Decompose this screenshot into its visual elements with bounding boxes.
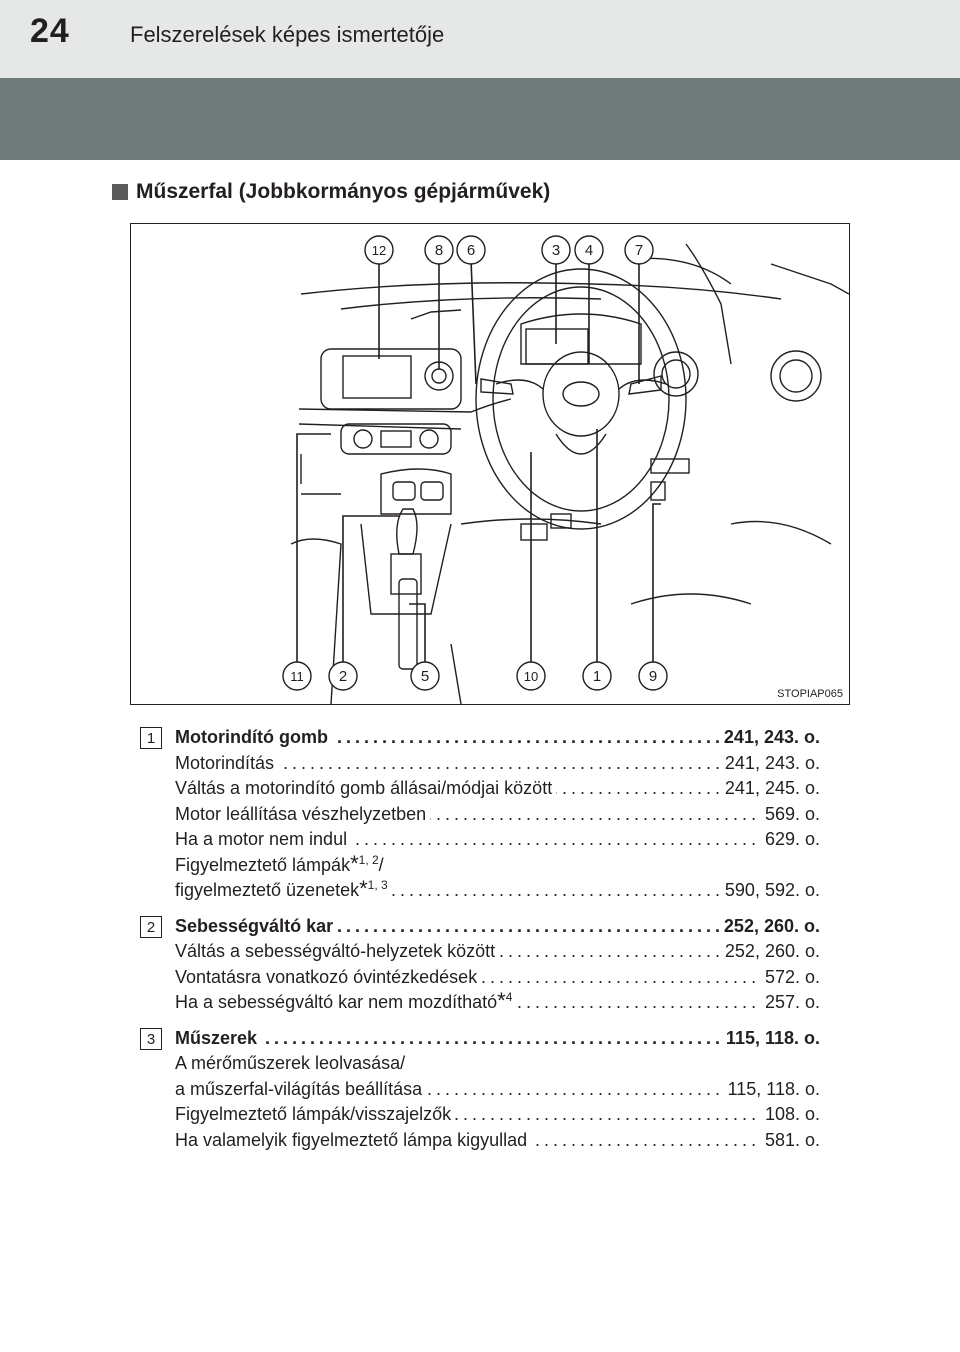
svg-text:12: 12 xyxy=(372,243,386,258)
page-ref: 257. o. xyxy=(760,990,820,1016)
callout-12: 12 xyxy=(364,235,394,265)
svg-text:2: 2 xyxy=(339,668,347,685)
entry-subitem: ........................................… xyxy=(175,1102,820,1128)
entry-text: Műszerek xyxy=(175,1027,262,1048)
entry-text: Váltás a motorindító gomb állásai/módjai… xyxy=(175,778,557,798)
callout-11: 11 xyxy=(282,661,312,691)
section-title: Felszerelések képes ismertetője xyxy=(130,22,445,47)
entry-subitem: ........................................… xyxy=(175,1076,820,1102)
entry-subitem: ........................................… xyxy=(175,1127,820,1153)
callout-7: 7 xyxy=(624,235,654,265)
svg-text:4: 4 xyxy=(585,242,593,259)
leader-dots: ........................................… xyxy=(175,727,820,747)
page-ref: 241, 245. o. xyxy=(720,776,820,802)
svg-text:3: 3 xyxy=(552,242,560,259)
page-ref: 115, 118. o. xyxy=(721,1025,820,1051)
subsection-heading: Műszerfal (Jobbkormányos gépjárművek) xyxy=(112,180,550,204)
svg-text:6: 6 xyxy=(467,242,475,259)
entry-text: Váltás a sebességváltó-helyzetek között xyxy=(175,941,500,961)
entry-text: Motorindítás xyxy=(175,752,279,773)
heading-text: Műszerfal (Jobbkormányos gépjárművek) xyxy=(136,180,551,203)
entry-subitem: ........................................… xyxy=(175,827,820,853)
svg-text:7: 7 xyxy=(635,242,643,259)
page-ref: 115, 118. o. xyxy=(723,1076,820,1102)
svg-text:1: 1 xyxy=(593,668,601,685)
entry-2: 2.......................................… xyxy=(140,913,820,1016)
page-ref: 572. o. xyxy=(760,964,820,990)
header-band xyxy=(0,78,960,160)
svg-text:9: 9 xyxy=(649,668,657,685)
figure-code: STOPIAP065 xyxy=(777,688,843,700)
callout-5: 5 xyxy=(410,661,440,691)
entry-subitem: ........................................… xyxy=(175,964,820,990)
entry-subitem: ........................................… xyxy=(175,750,820,776)
page-ref: 252, 260. o. xyxy=(719,913,820,939)
entry-text: Figyelmeztető lámpák*1, 2/ xyxy=(175,853,388,875)
page-ref: 108. o. xyxy=(760,1102,820,1128)
entry-title: ........................................… xyxy=(175,725,820,751)
entry-subitem: ........................................… xyxy=(175,878,820,904)
leader-dots: ........................................… xyxy=(175,752,820,773)
callout-3: 3 xyxy=(541,235,571,265)
callout-6: 6 xyxy=(456,235,486,265)
entry-text: Ha a sebességváltó kar nem mozdítható*4 xyxy=(175,990,517,1012)
entry-title: ........................................… xyxy=(175,1025,820,1051)
callout-1: 1 xyxy=(582,661,612,691)
page-ref: 241, 243. o. xyxy=(720,750,820,776)
entry-title: ........................................… xyxy=(175,913,820,939)
svg-text:10: 10 xyxy=(524,669,538,684)
entry-text: Ha valamelyik figyelmeztető lámpa kigyul… xyxy=(175,1129,532,1150)
svg-text:5: 5 xyxy=(421,668,429,685)
entry-number-badge: 3 xyxy=(140,1027,162,1050)
entry-text: a műszerfal-világítás beállítása xyxy=(175,1078,427,1099)
page-ref: 241, 243. o. xyxy=(719,725,820,751)
svg-text:8: 8 xyxy=(435,242,443,259)
page-ref: 581. o. xyxy=(760,1127,820,1153)
heading-marker xyxy=(112,184,128,200)
index-entries: 1.......................................… xyxy=(140,725,820,1163)
callout-10: 10 xyxy=(516,661,546,691)
page-ref: 629. o. xyxy=(760,827,820,853)
entry-1: 1.......................................… xyxy=(140,725,820,904)
entry-text: A mérőműszerek leolvasása/ xyxy=(175,1053,410,1073)
page-ref: 252, 260. o. xyxy=(720,939,820,965)
page-header: 24 Felszerelések képes ismertetője xyxy=(0,0,960,78)
entry-number-badge: 1 xyxy=(140,727,162,749)
callout-2: 2 xyxy=(328,661,358,691)
entry-subitem: ........................................… xyxy=(175,990,820,1016)
page-ref: 590, 592. o. xyxy=(720,878,820,904)
entry-subitem: Figyelmeztető lámpák*1, 2/ xyxy=(175,853,820,879)
entry-text: Ha a motor nem indul xyxy=(175,829,352,849)
entry-subitem: ........................................… xyxy=(175,801,820,827)
entry-text: Motor leállítása vészhelyzetben xyxy=(175,803,431,824)
callout-8: 8 xyxy=(424,235,454,265)
page-ref: 569. o. xyxy=(760,801,820,827)
svg-text:11: 11 xyxy=(290,669,304,684)
entry-text: Sebességváltó kar xyxy=(175,915,338,936)
entry-subitem: ........................................… xyxy=(175,776,820,802)
entry-3: 3.......................................… xyxy=(140,1025,820,1153)
entry-text: Vontatásra vonatkozó óvintézkedések xyxy=(175,966,482,987)
entry-subitem: ........................................… xyxy=(175,939,820,965)
entry-subitem: A mérőműszerek leolvasása/ xyxy=(175,1051,820,1077)
entry-text: Motorindító gomb xyxy=(175,727,332,747)
dashboard-illustration: 12 8 6 3 4 7 11 2 5 10 1 9 STOPIAP065 xyxy=(130,223,850,705)
callout-9: 9 xyxy=(638,661,668,691)
dashboard-drawing: 12 8 6 3 4 7 11 2 5 10 1 9 xyxy=(282,235,849,704)
entry-text: Figyelmeztető lámpák/visszajelzők xyxy=(175,1104,456,1124)
entry-text: figyelmeztető üzenetek*1, 3 xyxy=(175,878,392,900)
entry-number-badge: 2 xyxy=(140,915,162,938)
page-number: 24 xyxy=(30,12,70,50)
callout-4: 4 xyxy=(574,235,604,265)
leader-dots: ........................................… xyxy=(175,1027,820,1048)
